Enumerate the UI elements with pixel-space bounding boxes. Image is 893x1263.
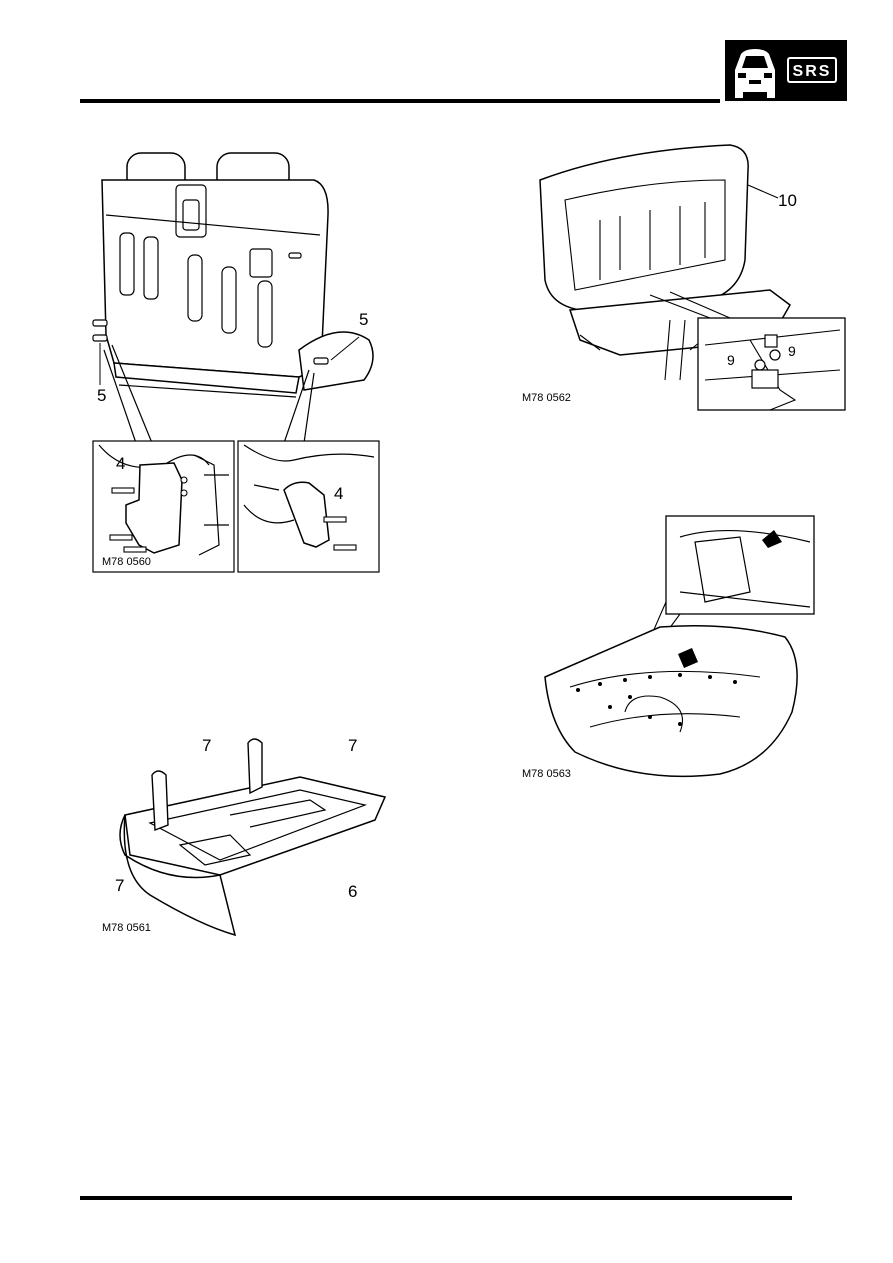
footer-rule: [80, 1196, 792, 1200]
callout-6: 6: [348, 882, 358, 901]
figure-seat-back: [84, 145, 384, 575]
figure-seat-cushion: [110, 735, 390, 940]
figure-caption-0560: M78 0560: [102, 556, 151, 568]
seat-cover-illustration: [544, 515, 815, 778]
figure-caption-0561: M78 0561: [102, 922, 151, 934]
callout-4-right: 4: [334, 484, 344, 503]
seat-back-illustration: [92, 152, 380, 573]
callout-4-left: 4: [116, 454, 126, 473]
callout-9-left: 9: [727, 352, 735, 368]
callout-5-left: 5: [97, 386, 107, 405]
callout-5-right: 5: [359, 310, 369, 329]
srs-label: SRS: [787, 57, 837, 83]
callout-10: 10: [778, 191, 797, 210]
seat-cushion-illustration: [119, 738, 387, 937]
figure-caption-0563: M78 0563: [522, 768, 571, 780]
figure-caption-0562: M78 0562: [522, 392, 571, 404]
car-front-icon: [735, 49, 775, 98]
figure-seat-hinge: [520, 140, 850, 412]
callout-9-right: 9: [788, 343, 796, 359]
callout-7-top-left: 7: [202, 736, 212, 755]
callout-7-top-right: 7: [348, 736, 358, 755]
seat-hinge-illustration: [539, 144, 846, 411]
srs-logo: SRS: [725, 40, 847, 101]
figure-seat-cover: [530, 512, 815, 787]
callout-7-left: 7: [115, 876, 125, 895]
header-rule: [80, 99, 720, 103]
